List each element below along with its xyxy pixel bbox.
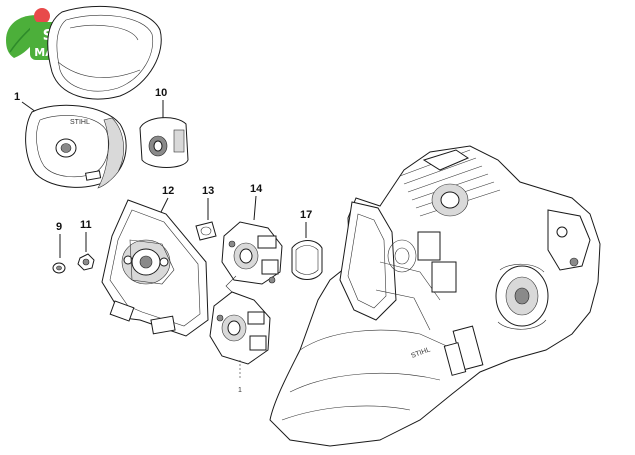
gasket-ring: 17 [291,209,323,280]
callout-part-9: 9 [56,221,62,233]
engine-assembly: STIHL [269,145,601,447]
carburetor-lower: 1 [209,291,271,394]
callout-part-17: 17 [300,209,312,221]
carburetor: 14 [221,183,283,293]
filter-holder: 10 [139,87,189,168]
callout-part-13: 13 [202,185,214,197]
callout-part-14: 14 [250,183,263,195]
callout-lower-carburetor: 1 [238,387,242,394]
gasket: 13 [195,185,217,241]
filter-brand-label: STIHL [70,119,90,126]
carburetor-box: 12 [101,185,209,337]
callout-part-12: 12 [162,185,174,197]
washer: 9 [52,221,66,274]
callout-part-10: 10 [155,87,167,99]
air-filter: 1 STIHL [14,91,127,189]
filter-cover [47,6,162,100]
callout-part-11: 11 [80,219,92,231]
logo-badge-icon [34,8,50,24]
callout-part-1: 1 [14,91,20,103]
nut: 11 [77,219,95,271]
